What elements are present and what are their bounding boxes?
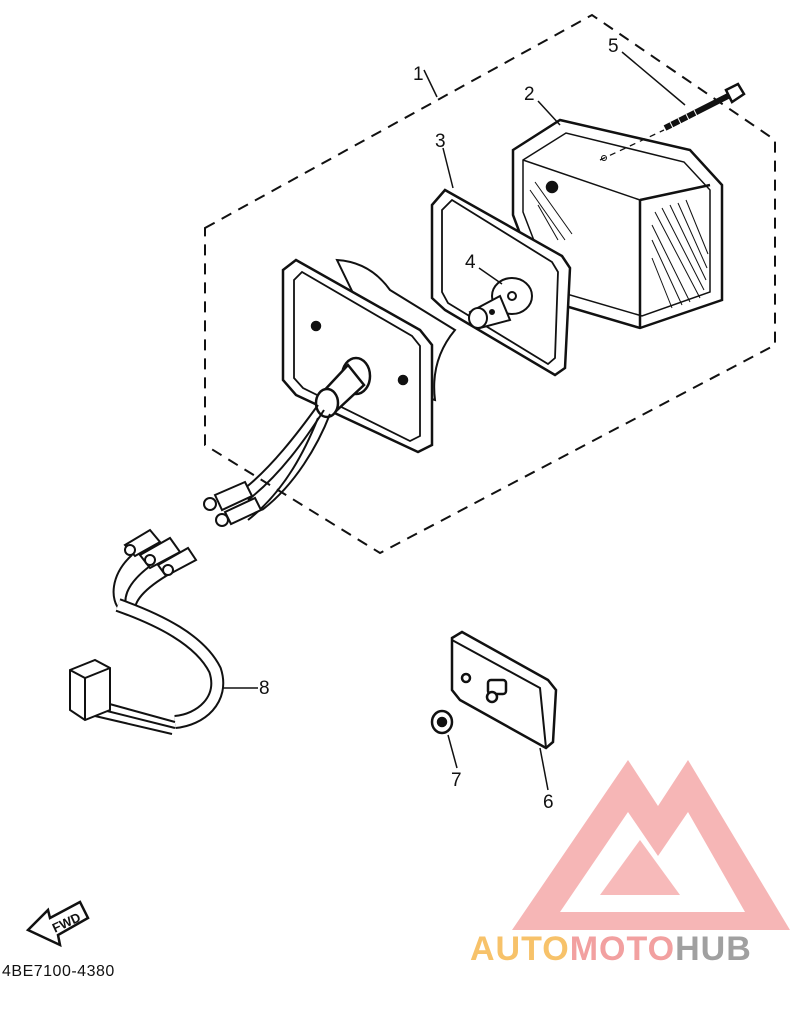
diagram-code: 4BE7100-4380 [2,963,115,980]
watermark-text: AUTOMOTOHUB [470,930,752,969]
callout-4: 4 [465,252,476,273]
callout-1: 1 [413,64,424,85]
watermark-auto: AUTO [470,930,570,968]
leader-lines [222,51,686,791]
callout-3: 3 [435,131,446,152]
bulb [468,277,533,330]
nut [430,709,454,735]
assembly-dashed-outline [204,13,776,555]
base-plate [281,258,457,454]
license-light-plate [450,630,558,750]
callout-5: 5 [608,36,619,57]
callout-7: 7 [451,770,462,791]
watermark-logo [512,760,790,930]
long-screw [599,82,746,161]
callout-6: 6 [543,792,554,813]
fwd-arrow: FWD [25,900,90,948]
callout-8: 8 [259,678,270,699]
wire-harness [69,528,225,735]
fwd-label: FWD [50,910,83,936]
bullet-connectors [203,480,263,527]
callout-2: 2 [524,84,535,105]
watermark-moto: MOTO [569,930,676,968]
watermark-hub: HUB [675,930,752,968]
